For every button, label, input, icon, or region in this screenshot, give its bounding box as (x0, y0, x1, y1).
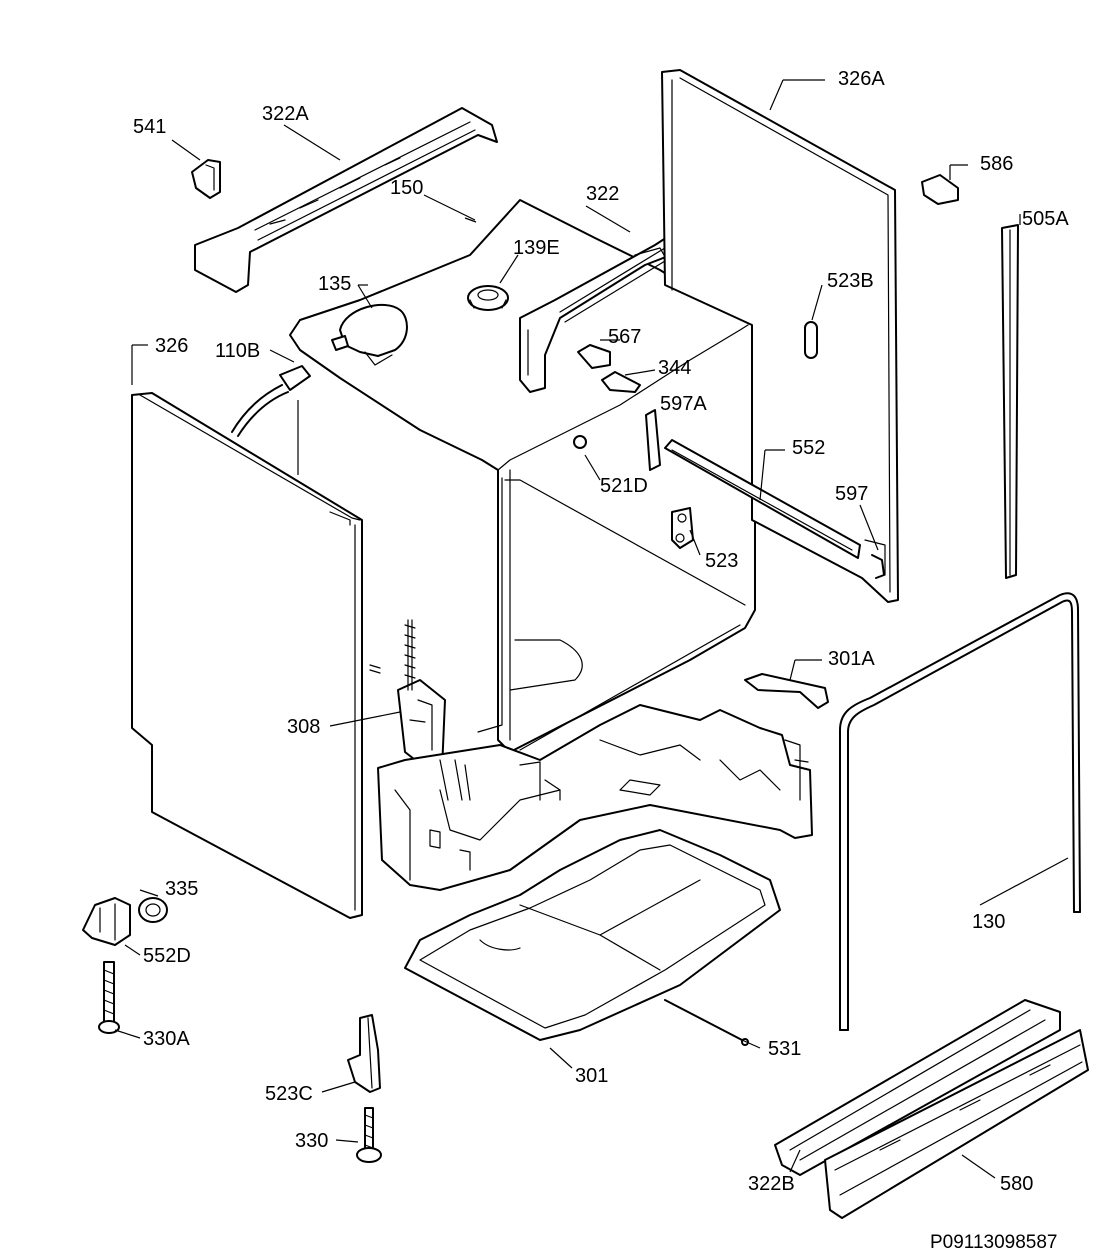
part-330-screw (356, 1107, 382, 1163)
label-135: 135 (318, 273, 351, 295)
label-597: 597 (835, 483, 868, 505)
label-326: 326 (155, 335, 188, 357)
label-322: 322 (586, 183, 619, 205)
label-597A: 597A (660, 393, 707, 415)
part-531-rod (664, 999, 749, 1046)
part-552-rail (664, 439, 861, 559)
label-344: 344 (658, 357, 691, 379)
part-base-frame (377, 704, 813, 891)
part-150-tub (289, 199, 756, 753)
label-330A: 330A (143, 1028, 190, 1050)
part-597A-guide (645, 409, 661, 471)
label-531: 531 (768, 1038, 801, 1060)
part-308-door-spring (369, 619, 446, 771)
label-567: 567 (608, 326, 641, 348)
part-597-hook (871, 554, 885, 579)
part-523C-guide (347, 1014, 381, 1093)
label-552: 552 (792, 437, 825, 459)
part-521D-plug (573, 435, 587, 449)
part-586-bracket (921, 174, 959, 205)
part-322B-bottom-rail (774, 999, 1061, 1176)
part-335-gear (138, 897, 168, 923)
part-326-left-side-panel (131, 344, 363, 919)
part-labels: 541 322A 150 322 326A 586 505A 139E 135 … (133, 68, 1069, 1253)
label-521D: 521D (600, 475, 648, 497)
part-330A-screw (98, 961, 120, 1034)
part-139E-cap (467, 285, 509, 311)
label-110B: 110B (215, 340, 260, 362)
label-505A: 505A (1022, 208, 1069, 230)
part-301-base-tray (404, 829, 781, 1041)
label-335: 335 (165, 878, 198, 900)
label-580: 580 (1000, 1173, 1033, 1195)
part-567-bracket (577, 344, 611, 369)
part-326A-right-side-panel (661, 69, 899, 603)
part-130-door-seal (839, 592, 1081, 1031)
part-505A-seal-strip (1001, 214, 1021, 579)
part-552D-foot (82, 897, 131, 946)
label-301A: 301A (828, 648, 875, 670)
part-110B-hose (231, 349, 311, 475)
label-330: 330 (295, 1130, 328, 1152)
label-150: 150 (390, 177, 423, 199)
label-552D: 552D (143, 945, 191, 967)
drawing-reference-number: P09113098587 (930, 1232, 1058, 1253)
label-541: 541 (133, 116, 166, 138)
label-586: 586 (980, 153, 1013, 175)
part-322A-top-rail (194, 107, 498, 293)
part-541-clip (191, 159, 221, 199)
label-308: 308 (287, 716, 320, 738)
label-139E: 139E (513, 237, 560, 259)
part-523-guide-wheel (671, 507, 694, 549)
leader-lines (114, 79, 1069, 1179)
label-322A: 322A (262, 103, 309, 125)
label-523: 523 (705, 550, 738, 572)
label-523C: 523C (265, 1083, 313, 1105)
part-301A-handle (744, 673, 829, 709)
label-322B: 322B (748, 1173, 795, 1195)
label-301: 301 (575, 1065, 608, 1087)
label-326A: 326A (838, 68, 885, 90)
part-580-profile (824, 1029, 1089, 1219)
label-523B: 523B (827, 270, 874, 292)
part-135-salt-container (331, 303, 408, 366)
part-344-hinge-plate (601, 371, 641, 393)
label-130: 130 (972, 911, 1005, 933)
